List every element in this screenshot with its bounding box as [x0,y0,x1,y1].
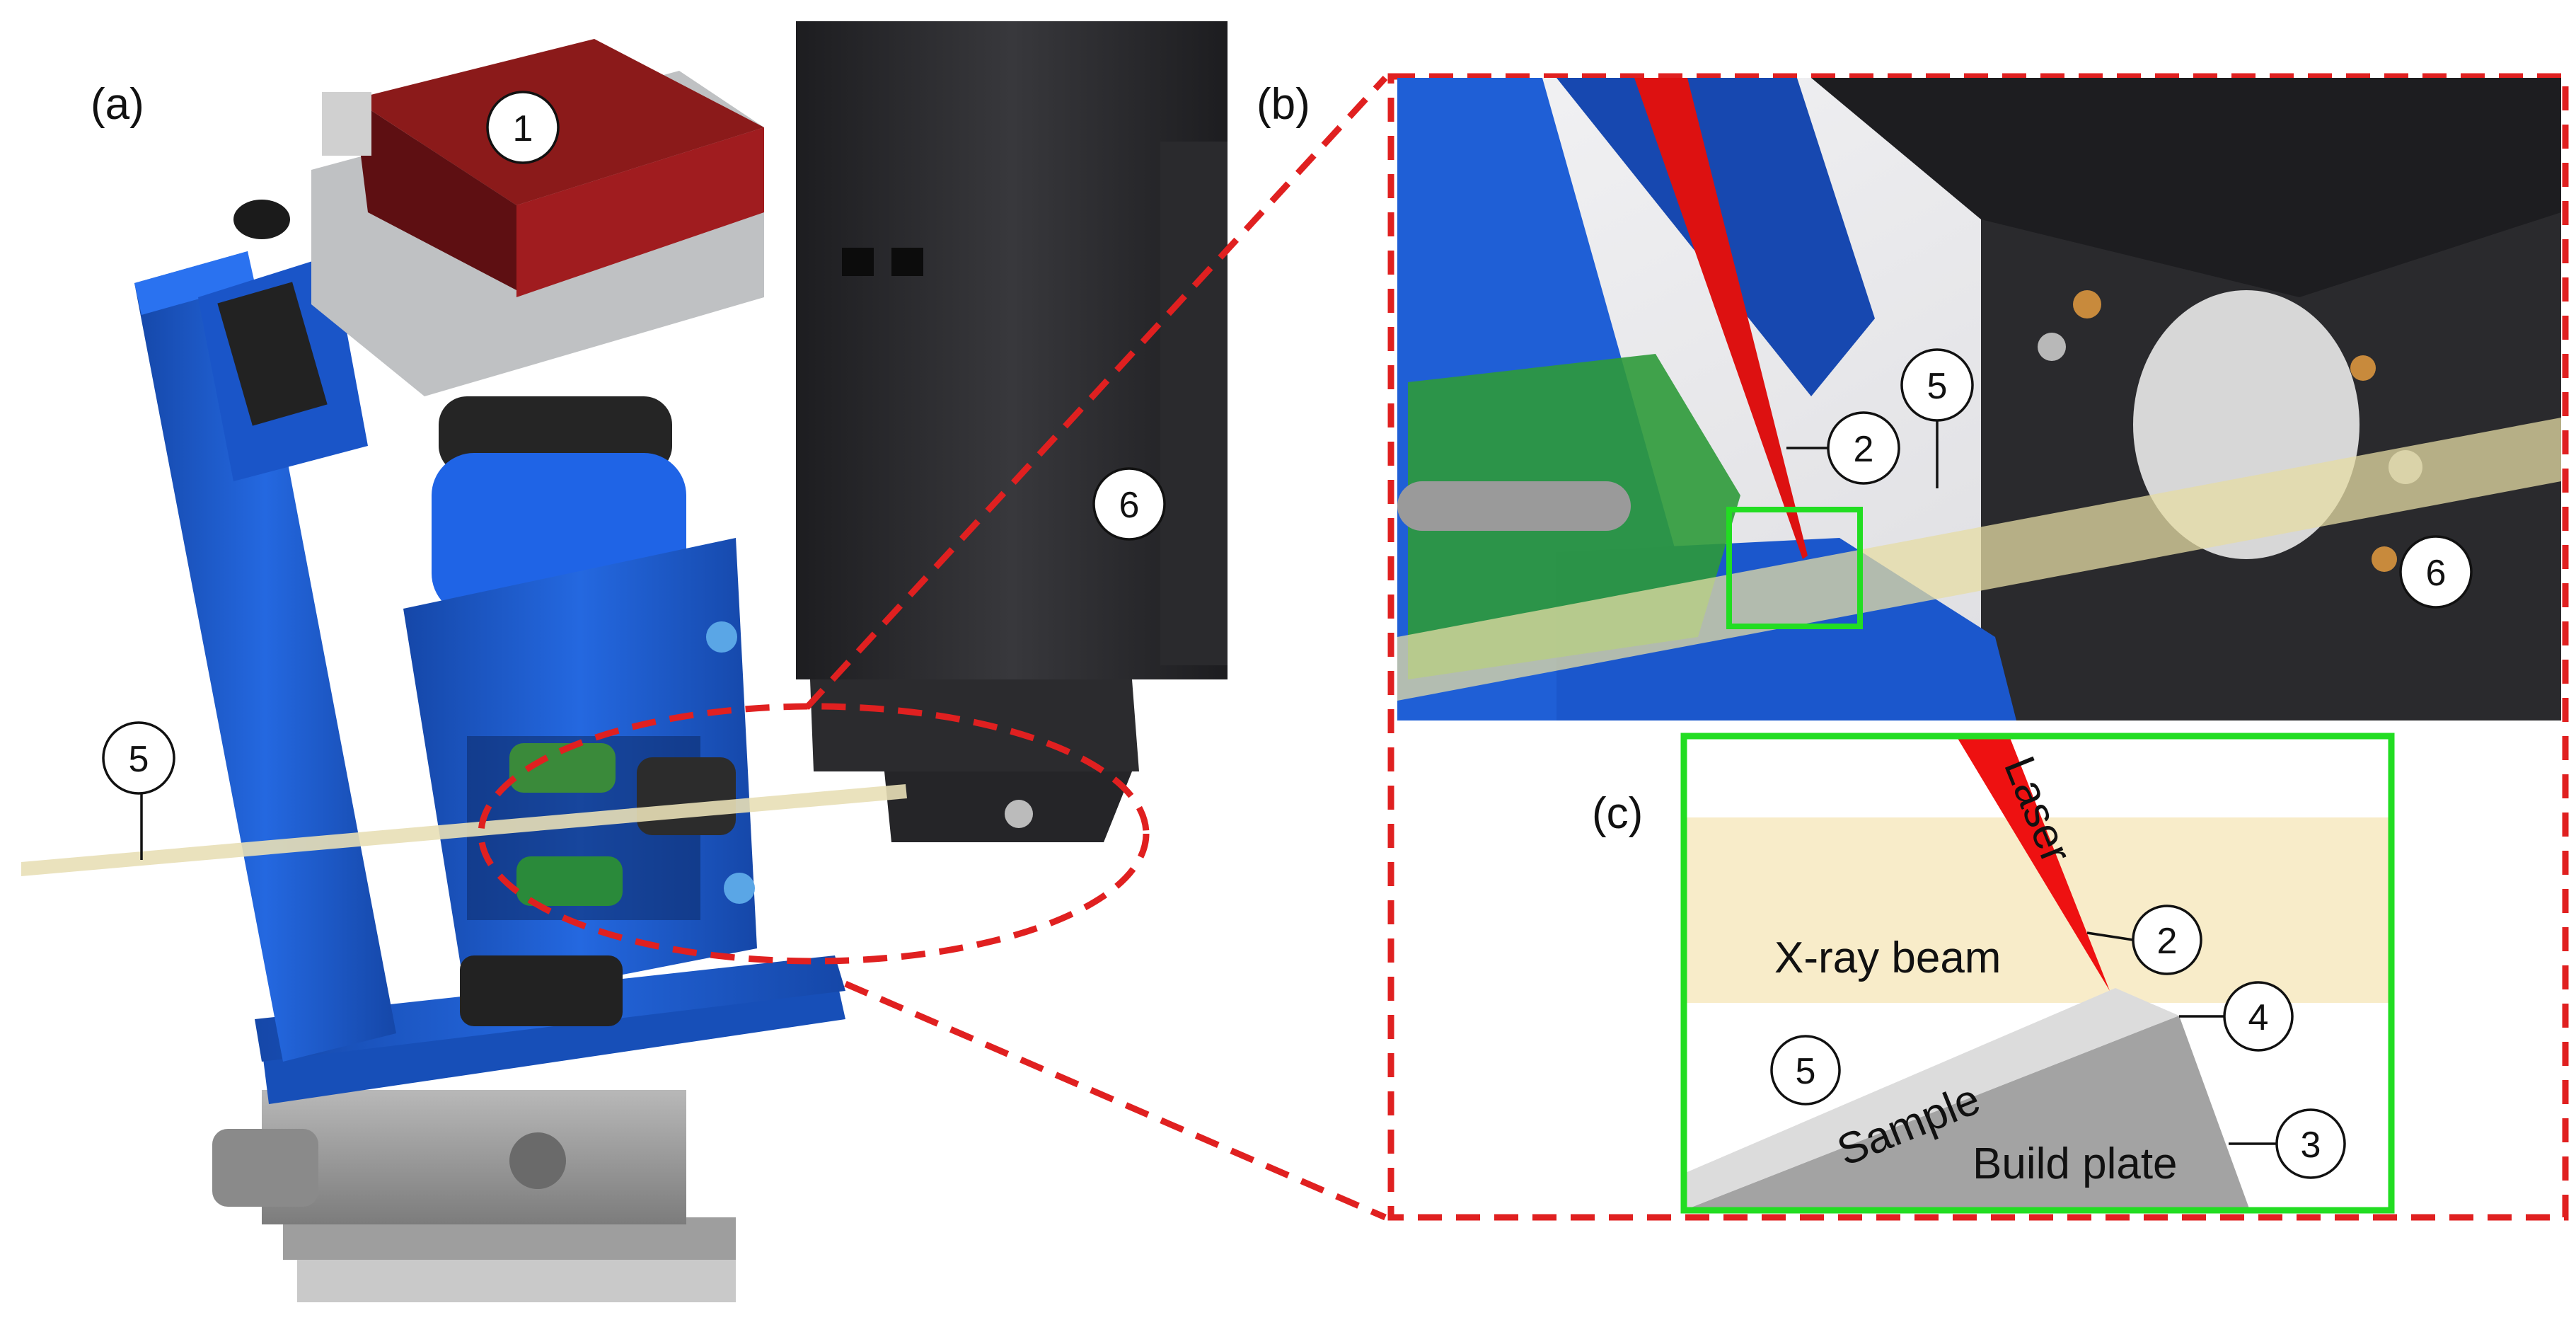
sample-layer [1684,988,2179,1210]
svg-text:3: 3 [2301,1125,2321,1166]
svg-text:1: 1 [513,108,533,149]
callout-c-5: 5 [1770,1035,1841,1106]
callout-1: 1 [486,91,560,164]
svg-text:5: 5 [1796,1051,1816,1092]
svg-text:6: 6 [1119,485,1140,526]
rotation-stage [212,1090,736,1302]
laser-beam [1956,736,2110,991]
build-plate-label: Build plate [1973,1139,2178,1188]
callout-b-2: 2 [1786,411,1900,485]
svg-text:2: 2 [2157,921,2178,962]
callout-c-3: 3 [2229,1108,2346,1179]
svg-text:5: 5 [1927,366,1948,407]
callout-6: 6 [1092,467,1166,541]
callout-c-2: 2 [2086,905,2202,975]
callout-b-5: 5 [1900,348,1974,488]
sample-highlight-box [1726,507,1863,629]
processing-head [796,21,1228,842]
callout-5: 5 [102,721,175,860]
zoom-box [1387,73,2569,1221]
panel-b-label: (b) [1257,80,1310,129]
panel-c-label: (c) [1592,789,1643,838]
svg-text:6: 6 [2426,553,2447,594]
build-plate [1684,1016,2250,1210]
inset-c-border [1680,733,2395,1214]
panel-c: (c) Laser X-ray beam Sample Build plate … [1592,733,2395,1214]
xray-beam-a [21,784,907,876]
zoom-ellipse [478,703,1150,965]
panel-b-callouts: 5 2 6 [1786,348,2473,609]
zoom-connectors [804,75,1388,1221]
xray-beam-label: X-ray beam [1774,934,2001,982]
svg-text:2: 2 [1854,429,1874,470]
camera-detector [311,39,764,396]
callout-b-6: 6 [2399,535,2473,609]
central-column [403,396,757,1026]
panel-b [1397,78,2561,720]
callout-c-4: 4 [2179,981,2294,1052]
svg-text:5: 5 [129,739,149,780]
blue-frame [134,200,845,1104]
panel-a: (a) [21,21,1228,1302]
svg-text:4: 4 [2248,997,2269,1038]
panel-a-label: (a) [91,80,144,129]
